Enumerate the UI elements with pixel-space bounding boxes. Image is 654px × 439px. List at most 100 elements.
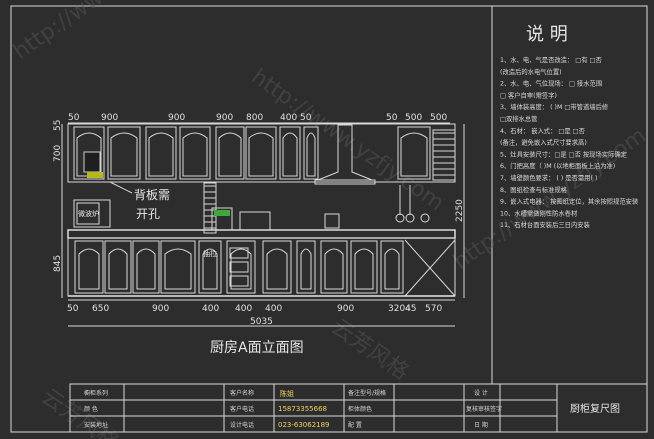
callout-text-1: 背板需 [134,188,170,202]
note-line: 1、水、电、气是否改造： □有 □否 [500,55,602,64]
base-cabinets [67,237,456,297]
sink-label: 抽拉 [203,249,217,258]
right-height-dimension: 2250 [455,124,465,298]
base-cabinet-door [320,240,348,294]
dim-text: 500 [430,113,447,123]
tb-label: 柜体颜色 [348,405,372,413]
drawer-front [229,247,249,259]
corner-cross [404,239,456,297]
tb-value: 023-63062189 [278,421,330,429]
tb-label: 设计电话 [230,421,254,429]
dim-text: 400 [265,304,282,314]
tb-label: 客户电话 [230,405,254,413]
dim-text: 400 [280,113,297,123]
note-line: (备注，避免嵌入式尺寸要求高) [500,138,587,147]
note-line: 2、水、电、气位现场： □ 接水范围 [500,79,602,88]
watermark-text: http://www.yzfjy.com [9,0,211,65]
wall-cabinet-door [179,126,211,180]
note-line: 10、水槽需做刚性防水卷材 [500,208,578,217]
dim-text: 900 [168,113,185,123]
base-cabinet-door [226,240,256,294]
notes-heading: 说 明 [526,24,568,45]
wall-cabinet-door [145,126,177,180]
dim-text: 50 [386,113,398,123]
drawing-title: 厨房A面立面图 [210,340,304,356]
note-line: 6、门把高度（ )M (以地柜面板上沿为准) [500,161,615,170]
dim-text: 900 [152,304,169,314]
base-cabinet-door [132,240,160,294]
range-hood [314,124,376,185]
dim-text: 700 [53,145,63,162]
watermark: http://www.yzfjy.com http://www.yzfjy.co… [9,0,651,439]
note-line: 4、石材： 嵌入式： □是 □否 [500,126,586,135]
wall-cabinet-door [107,126,141,180]
wall-cabinet-door [73,126,105,180]
tb-label: 备注型号/规格 [348,389,386,397]
callout: 背板需 开孔 [109,181,170,221]
dim-text: 55 [53,120,63,131]
dim-text: 900 [337,304,354,314]
base-cabinet-door [262,240,292,294]
upper-dimension-chain: 50 900 900 900 800 400 50 50 500 500 [68,113,450,124]
title-block: 橱柜系列 颜 色 安装地址 客户名称 客户电话 设计电话 陈姐 15873355… [69,383,648,433]
note-line: □双排水总管 [500,114,537,123]
wall-cabinet-door [303,126,319,180]
countertop-items [211,185,430,231]
base-cabinet-door [380,240,404,294]
base-cabinet-door [104,240,132,294]
tb-label: 复核审核签字 [466,405,502,413]
tb-label: 配 置 [348,422,362,429]
tb-label: 安装地址 [84,421,108,429]
watermark-text: 云芳风格 [37,384,123,439]
dim-text: 500 [405,113,422,123]
dim-text: 900 [101,113,118,123]
dim-text: 45 [405,304,416,314]
dim-text: 400 [202,304,219,314]
overall-width-dim: 5035 [250,317,273,327]
note-line: 11、石材台面安装后三日内安装 [500,220,591,229]
glass-panel [83,151,101,173]
note-line: (改造后的水电气位置) [500,67,562,76]
tb-value: 15873355668 [278,405,327,413]
dim-text: 50 [67,304,79,314]
dim-text: 50 [300,113,312,123]
tb-value: 陈姐 [280,389,294,398]
yellow-tray [87,172,103,178]
note-line: 9、嵌入式电器： 按图纸定位，其余按照规范安装 [500,197,639,206]
base-cabinet-door [296,240,316,294]
dim-text: 2250 [455,199,465,222]
dim-text: 50 [68,113,80,123]
note-line: 7、墙壁颜色要求： ( ) 是否需用( ) [500,173,597,182]
left-dimension-chain: 55 700 845 [53,120,63,298]
watermark-text: 云芳风格 [327,314,413,385]
countertop [67,229,456,239]
note-line: 3、墙体装高度： ( )M □带管道墙后修 [500,102,609,111]
tb-label: 设 计 [474,389,488,397]
tb-label: 日 期 [474,421,488,429]
notes-list: 1、水、电、气是否改造： □有 □否 (改造后的水电气位置) 2、水、电、气位现场… [500,55,639,229]
dim-text: 570 [425,304,442,314]
watermark-text: http://www.yzfjy.com [247,64,449,216]
wall-cabinets [67,123,456,183]
base-cabinet-door [160,240,196,294]
tb-label: 客户名称 [230,389,254,397]
tb-label: 橱柜系列 [84,389,108,397]
microwave: 微波炉 [73,199,111,228]
dim-text: 400 [235,304,252,314]
dim-text: 800 [246,113,263,123]
wall-cabinet-door [279,126,301,180]
dim-text: 900 [216,113,233,123]
note-line: □ 客户自审(需签字) [500,90,557,99]
drawer-front [229,261,249,273]
base-cabinet-door [198,240,222,294]
tb-label: 颜 色 [84,405,98,413]
base-cabinet-door [74,240,104,294]
wall-cabinet-door [397,126,431,180]
dim-text: 650 [92,304,109,314]
note-line: 5、灶具安装尺寸：□是 □否 按现场实际确定 [500,149,628,158]
drawing-name: 厨柜复尺图 [570,402,620,415]
dim-text: 3204 [388,304,411,314]
base-cabinet-run [67,237,456,297]
